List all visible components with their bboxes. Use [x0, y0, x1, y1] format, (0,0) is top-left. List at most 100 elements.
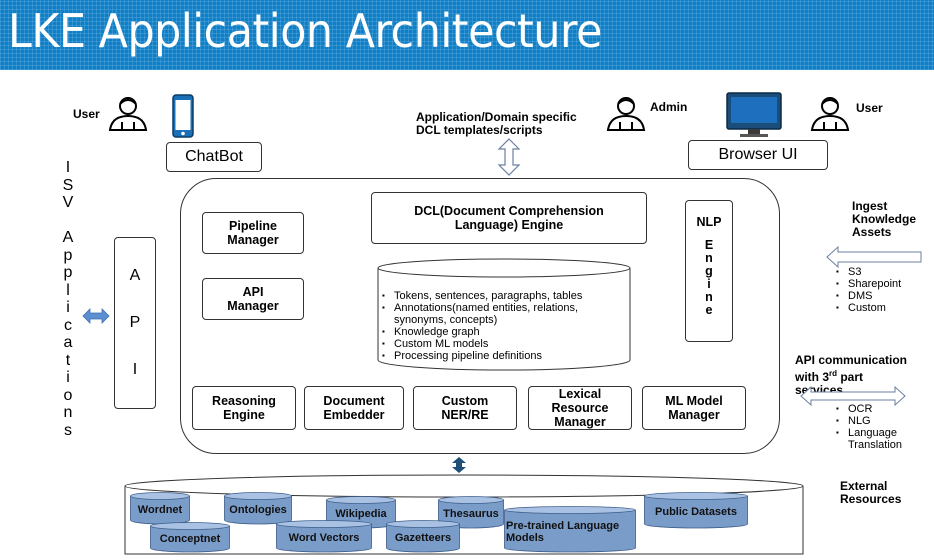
data-store-item: Annotations(named entities, relations, s…: [382, 302, 632, 326]
api-comm-item: Language Translation: [836, 427, 932, 451]
resource-label-gazetteers: Gazetteers: [394, 532, 452, 544]
isv-letter: i: [66, 299, 70, 316]
nlp-engine-letter: e: [705, 303, 713, 317]
cylinder-gazetteers: [386, 520, 460, 553]
data-store-item: Knowledge graph: [382, 326, 632, 338]
api-comm-line1: API communication: [795, 353, 908, 367]
api-letter: I: [132, 361, 138, 379]
isv-letter: s: [64, 421, 72, 439]
templates-line2: DCL templates/scripts: [416, 123, 543, 137]
nlp-engine-letter: n: [705, 290, 713, 304]
ingest-title-line: Knowledge: [852, 212, 917, 226]
resource-label-word-vectors: Word Vectors: [288, 532, 360, 544]
ingest-list: S3SharepointDMSCustom: [836, 266, 901, 314]
isv-letter: c: [64, 316, 72, 334]
api-manager-line1: API: [242, 285, 264, 299]
ingest-arrow: [826, 245, 922, 269]
dcl-line1: DCL(Document Comprehension: [414, 204, 604, 218]
api-box: A P I: [114, 237, 156, 409]
ingest-item: Sharepoint: [836, 278, 901, 290]
isv-letter: I: [65, 159, 71, 176]
api-comm-line2: with 3rd part: [795, 369, 864, 384]
phone-icon: [172, 94, 194, 138]
pipeline-line2: Manager: [227, 233, 279, 247]
admin-label: Admin: [650, 100, 688, 114]
isv-letter: [66, 213, 70, 231]
nlp-title: NLP: [696, 215, 722, 229]
engine-container: [180, 178, 780, 454]
isv-letter: p: [63, 246, 73, 264]
monitor-icon: [726, 92, 782, 137]
templates-double-arrow: [497, 138, 521, 176]
resource-label-wikipedia: Wikipedia: [335, 508, 387, 520]
cylinder-word-vectors: [276, 520, 372, 553]
api-comm-list: OCRNLGLanguage Translation: [836, 403, 932, 451]
isv-letter: A: [62, 229, 74, 246]
isv-letter: i: [66, 369, 70, 386]
chatbot-label: ChatBot: [185, 148, 243, 165]
templates-label: Application/Domain specific DCL template…: [416, 111, 577, 137]
templates-line1: Application/Domain specific: [416, 110, 577, 124]
isv-letter: n: [63, 404, 73, 421]
external-title: External Resources: [840, 480, 901, 506]
external-line1: External: [840, 479, 888, 493]
external-line2: Resources: [840, 492, 902, 506]
resource-label-pretrained-language-models: Pre-trained Language Models: [506, 520, 620, 544]
isv-api-double-arrow: [82, 308, 110, 324]
cylinder-thesaurus: [438, 496, 504, 529]
ingest-title-line: Assets: [852, 225, 892, 239]
user-admin-icon: [606, 97, 646, 131]
api-comm-item: OCR: [836, 403, 932, 415]
page-title: LKE Application Architecture: [8, 4, 603, 58]
api-comm-double-arrow: [800, 385, 906, 407]
api-manager-line2: Manager: [227, 299, 279, 313]
dcl-line2: Language) Engine: [454, 218, 564, 232]
ingest-title-line: Ingest: [852, 199, 888, 213]
api-letter: A: [129, 266, 141, 284]
user-right-label: User: [856, 101, 883, 115]
isv-letter: V: [62, 194, 74, 211]
pipeline-line1: Pipeline: [229, 219, 277, 233]
ingest-item: S3: [836, 266, 901, 278]
resource-label-thesaurus: Thesaurus: [443, 508, 499, 520]
cylinder-conceptnet: [150, 522, 230, 553]
user-left-icon: [108, 97, 148, 131]
browser-ui-label: Browser UI: [718, 146, 798, 163]
resource-label-ontologies: Ontologies: [229, 504, 287, 516]
isv-letter: l: [66, 281, 70, 299]
nlp-engine-letter: i: [707, 277, 711, 291]
ingest-item: Custom: [836, 302, 901, 314]
nlp-engine-letter: g: [705, 264, 713, 278]
cylinder-pretrained-language-models: [504, 506, 636, 553]
resource-label-public-datasets: Public Datasets: [655, 506, 737, 518]
data-store-item: Tokens, sentences, paragraphs, tables: [382, 290, 632, 302]
browser-ui-box: Browser UI: [688, 140, 828, 170]
ingest-item: DMS: [836, 290, 901, 302]
api-comm-item: NLG: [836, 415, 932, 427]
resource-label-wordnet: Wordnet: [137, 504, 183, 516]
data-store-item: Processing pipeline definitions: [382, 350, 632, 362]
chatbot-box: ChatBot: [166, 142, 262, 172]
isv-letter: t: [65, 351, 71, 369]
isv-letter: p: [63, 264, 73, 281]
title-banner: LKE Application Architecture: [0, 0, 934, 70]
engine-external-arrow: [452, 457, 466, 473]
data-store-list: Tokens, sentences, paragraphs, tablesAnn…: [382, 290, 632, 362]
api-letter: P: [129, 313, 141, 331]
